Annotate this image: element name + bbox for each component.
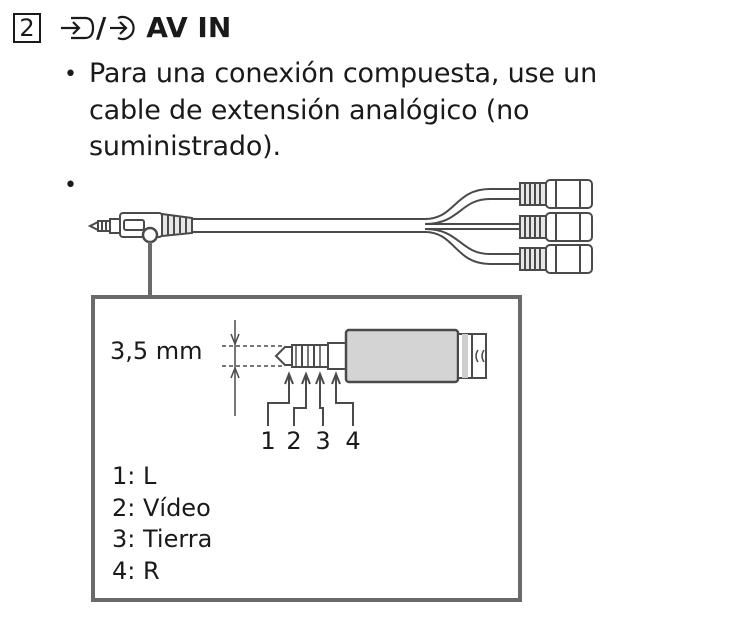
- section-number-box: 2: [13, 13, 41, 43]
- section-heading: 2 / AV IN: [13, 9, 231, 47]
- rca-connector: [519, 244, 593, 274]
- minijack-plug-detail: [222, 320, 487, 426]
- legend-item: 4: R: [112, 556, 160, 585]
- pin-number-label: 2: [286, 427, 302, 455]
- rca-connector: [519, 179, 593, 209]
- pin-legend: 1: L 2: Vídeo 3: Tierra 4: R: [112, 461, 212, 587]
- heading-separator: /: [96, 11, 107, 44]
- pin-number-label: 1: [260, 427, 276, 455]
- legend-item: 2: Vídeo: [112, 493, 211, 522]
- rca-connector: [519, 212, 593, 242]
- bullet-text: Para una conexión compuesta, use un cabl…: [89, 58, 597, 162]
- legend-item: 1: L: [112, 462, 157, 490]
- input-arrow-icon: [61, 16, 95, 40]
- pin-number-label: 4: [345, 427, 361, 455]
- legend-item: 3: Tierra: [112, 525, 213, 553]
- section-number: 2: [19, 14, 35, 42]
- pin-number-label: 3: [315, 427, 331, 455]
- bullet-marker: •: [64, 62, 77, 87]
- bullet-marker: •: [64, 173, 77, 198]
- heading-title: AV IN: [146, 11, 232, 44]
- plug-size-label: 3,5 mm: [110, 337, 203, 365]
- input-circle-arrow-icon: [110, 15, 135, 41]
